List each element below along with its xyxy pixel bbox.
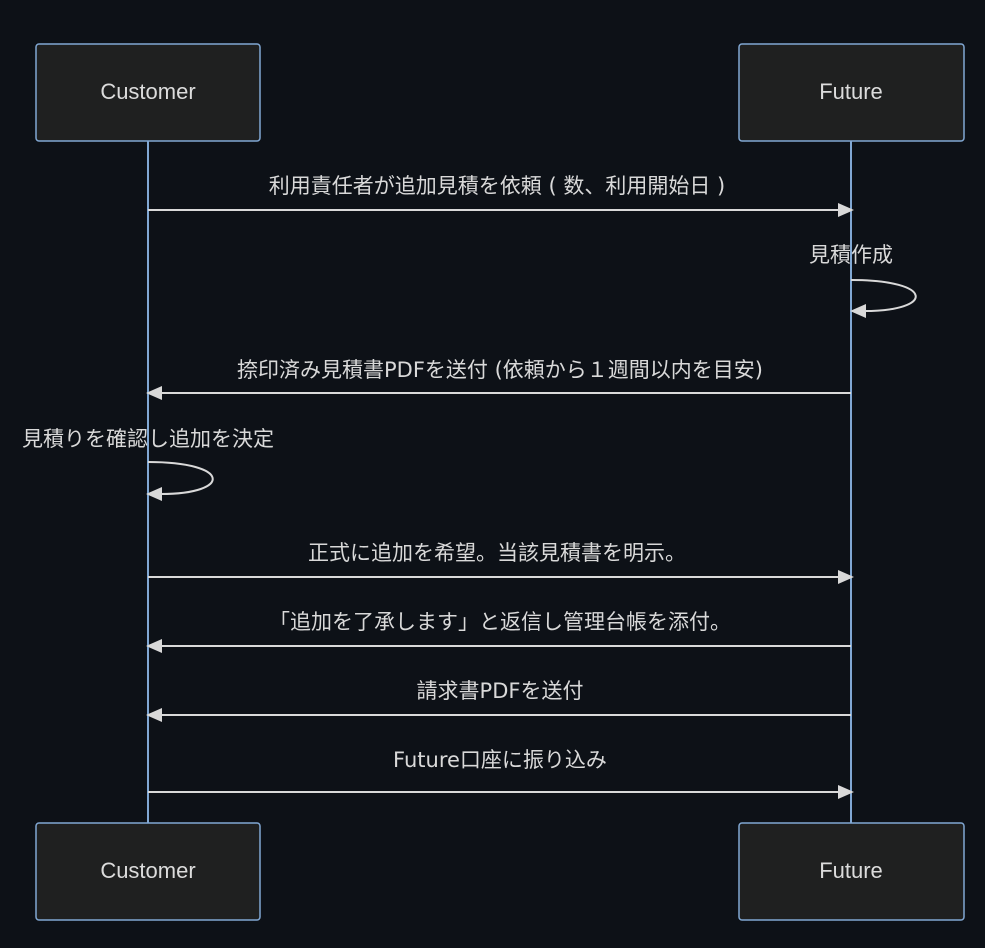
actor-customer-bottom: Customer [35, 822, 261, 921]
message-2: 捺印済み見積書PDFを送付 (依頼から１週間以内を目安) [146, 358, 851, 400]
message-5-label: 「追加を了承します」と返信し管理台帳を添付。 [269, 610, 731, 634]
message-0: 利用責任者が追加見積を依頼 ( 数、利用開始日 ) [148, 174, 854, 217]
message-3: 見積りを確認し追加を決定 [22, 427, 274, 501]
message-1: 見積作成 [809, 243, 917, 318]
arrowhead-right-icon [838, 570, 854, 584]
message-6-label: 請求書PDFを送付 [417, 679, 584, 703]
message-4-label: 正式に追加を希望。当該見積書を明示。 [308, 541, 686, 565]
message-5: 「追加を了承します」と返信し管理台帳を添付。 [146, 610, 851, 653]
arrowhead-right-icon [838, 203, 854, 217]
actor-customer-top: Customer [35, 43, 261, 142]
actor-customer-top-label: Customer [100, 79, 195, 104]
actor-future-bottom: Future [738, 822, 965, 921]
actor-future-top: Future [738, 43, 965, 142]
message-3-label: 見積りを確認し追加を決定 [22, 427, 274, 451]
arrowhead-left-icon [146, 386, 162, 400]
message-6: 請求書PDFを送付 [146, 679, 851, 722]
arrowhead-left-icon [146, 639, 162, 653]
message-4: 正式に追加を希望。当該見積書を明示。 [148, 541, 854, 584]
arrowhead-right-icon [838, 785, 854, 799]
message-1-label: 見積作成 [809, 243, 893, 267]
actor-future-bottom-label: Future [819, 858, 883, 883]
arrowhead-left-icon [850, 304, 866, 318]
message-7: Future口座に振り込み [148, 748, 854, 799]
arrowhead-left-icon [146, 708, 162, 722]
arrowhead-left-icon [146, 487, 162, 501]
message-7-label: Future口座に振り込み [393, 748, 607, 772]
message-2-label: 捺印済み見積書PDFを送付 (依頼から１週間以内を目安) [237, 358, 763, 382]
actor-future-top-label: Future [819, 79, 883, 104]
message-0-label: 利用責任者が追加見積を依頼 ( 数、利用開始日 ) [269, 174, 725, 198]
actor-customer-bottom-label: Customer [100, 858, 195, 883]
